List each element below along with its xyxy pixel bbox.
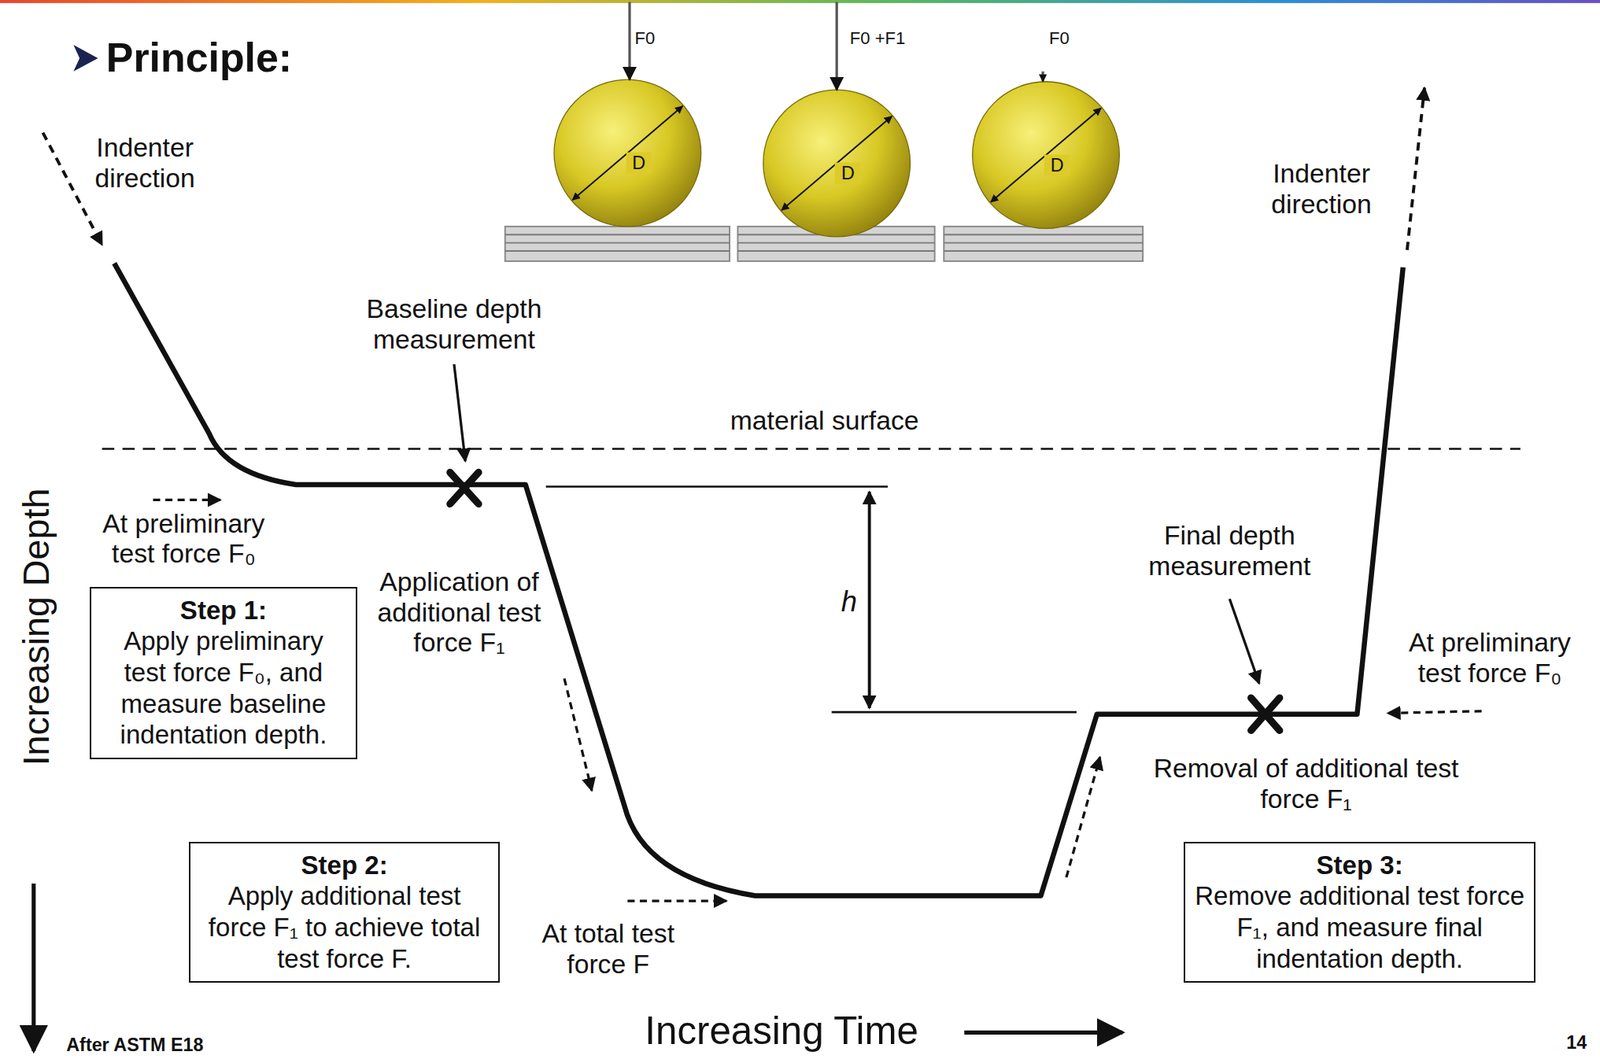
- ball-indenters: [554, 79, 1120, 237]
- leader-arrows: [454, 364, 1260, 684]
- step-heading: Step 3:: [1193, 849, 1527, 882]
- force-label: F0 +F1: [831, 29, 924, 49]
- callout-label: Baseline depth measurement: [347, 294, 562, 356]
- plate-layer-line: [943, 250, 1143, 252]
- bullet-arrow: [73, 44, 98, 72]
- diameter-label: D: [835, 162, 861, 185]
- callout-label: At preliminary test force F₀: [1387, 628, 1592, 690]
- step-box: Step 1:Apply preliminary test force F₀, …: [89, 587, 358, 760]
- callout-label: Final depth measurement: [1127, 520, 1332, 582]
- h-dimension: [546, 487, 1077, 714]
- plate-layer-line: [505, 250, 730, 252]
- callout-label: Indenter direction: [73, 133, 217, 195]
- slide-title: Principle:: [106, 34, 292, 82]
- diameter-label: D: [625, 152, 652, 174]
- step-description: Apply additional test force F₁ to achiev…: [198, 880, 491, 975]
- indenter-direction-arrows: [42, 88, 1425, 251]
- step-description: Apply preliminary test force F₀, and mea…: [99, 625, 348, 751]
- depth-time-curve: [114, 263, 1404, 897]
- diameter-label: D: [1044, 155, 1071, 177]
- callout-label: material surface: [702, 405, 947, 437]
- plate-layer-line: [737, 250, 935, 252]
- material-surface-line: [102, 447, 1521, 451]
- callout-label: At total test force F: [518, 918, 698, 980]
- diameter-lines: [572, 106, 1102, 211]
- force-label: F0: [614, 29, 677, 49]
- plate-layer-line: [505, 233, 730, 236]
- force-arrows: [629, 2, 1043, 91]
- top-rule: [0, 0, 1600, 4]
- plate-layer-line: [505, 242, 730, 244]
- callout-label: At preliminary test force F₀: [81, 508, 286, 570]
- plate-layers: [505, 234, 1143, 252]
- step-description: Remove additional test force F₁, and mea…: [1193, 880, 1527, 975]
- plate-layer-line: [943, 233, 1143, 236]
- depth-axis-arrow: [31, 883, 36, 1052]
- callout-label: Application of additional test force F₁: [369, 566, 549, 658]
- page-number: 14: [1566, 1032, 1587, 1054]
- plate-layer-line: [943, 242, 1143, 244]
- axis-label: Increasing Time: [644, 1008, 919, 1054]
- measurement-marks: [450, 472, 1280, 731]
- dimension-label: h: [833, 585, 865, 619]
- force-label: F0: [1028, 29, 1091, 49]
- callout-label: Indenter direction: [1249, 158, 1394, 220]
- step-box: Step 2:Apply additional test force F₁ to…: [188, 842, 500, 983]
- step-box: Step 3:Remove additional test force F₁, …: [1183, 842, 1536, 983]
- source-note: After ASTM E18: [66, 1034, 204, 1056]
- axis-label: Increasing Depth: [15, 488, 59, 767]
- callout-label: Removal of additional test force F₁: [1148, 753, 1465, 815]
- plate-layer-line: [737, 242, 935, 244]
- step-heading: Step 2:: [198, 849, 491, 882]
- time-axis-arrow: [964, 1030, 1123, 1035]
- step-heading: Step 1:: [99, 594, 348, 627]
